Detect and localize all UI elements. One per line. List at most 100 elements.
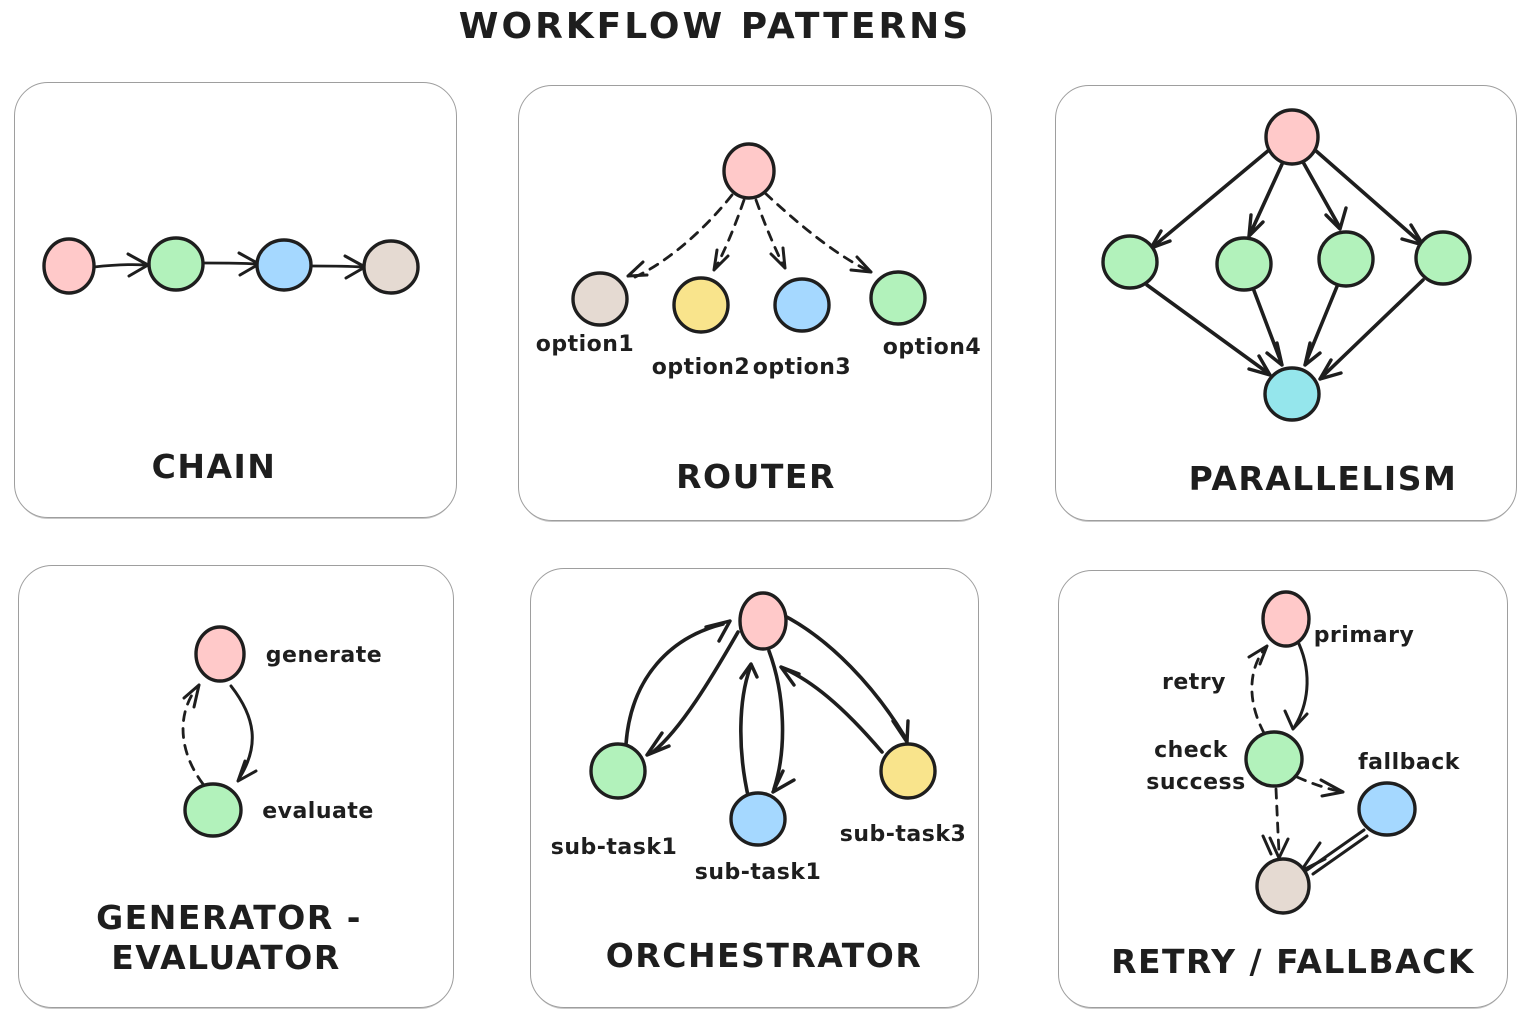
edge-subtask-left-orchestrator: [624, 622, 725, 746]
parallelism-caption: PARALLELISM: [1188, 459, 1458, 498]
arrowhead-subtask-left-orchestrator: [704, 619, 732, 643]
parallelism-worker3-node: [1317, 230, 1375, 288]
result-node: [1255, 857, 1311, 915]
generator-evaluator-caption-line1: GENERATOR -: [96, 898, 362, 937]
chain-diagram: [42, 236, 420, 295]
arrowhead-orchestrator-subtask-center: [771, 769, 796, 794]
chain-step3-node: [255, 238, 313, 292]
orchestrator-node: [738, 591, 788, 651]
arrowhead-source-worker3: [1324, 206, 1348, 231]
edge-router-option3: [754, 198, 785, 267]
router-option3-label: option3: [753, 355, 852, 380]
arrowhead-primary-check: [1283, 709, 1309, 731]
chain-caption: CHAIN: [151, 447, 277, 486]
edge-router-option2: [714, 198, 746, 269]
generator-evaluator-caption-line2: EVALUATOR: [111, 938, 341, 977]
primary-node: [1261, 590, 1311, 648]
arrowhead-subtask-right-orchestrator: [779, 665, 801, 687]
edge-subtask-center-orchestrator: [739, 666, 752, 802]
edge-step1-step2: [92, 263, 147, 269]
retry-fallback-caption: RETRY / FALLBACK: [1111, 942, 1475, 981]
chain-step1-node: [42, 237, 96, 295]
edge-orchestrator-subtask-left: [651, 630, 740, 754]
arrowhead-worker2-aggregator: [1265, 341, 1284, 367]
retry-fallback-diagram: primary retry check success fallback: [1146, 590, 1461, 915]
generator-evaluator-diagram: generate evaluate: [181, 625, 382, 838]
panel-parallelism: PARALLELISM: [1055, 85, 1517, 521]
arrowhead-orchestrator-subtask-right: [891, 719, 910, 744]
edge-primary-check: [1293, 642, 1309, 728]
edge-router-option1: [631, 193, 734, 280]
edge-evaluate-generate: [181, 688, 205, 786]
arrowhead-evaluate-generate: [182, 683, 201, 709]
arrowhead-check-primary-retry: [1247, 644, 1269, 666]
arrowhead-router-option2: [712, 248, 730, 272]
edge-source-worker1: [1153, 148, 1271, 247]
router-option1-node: [571, 271, 629, 327]
edge-step3-step4: [311, 264, 363, 269]
fallback-node: [1357, 781, 1417, 837]
fallback-label: fallback: [1358, 750, 1461, 775]
parallelism-aggregator-node: [1263, 366, 1321, 422]
arrowhead-worker1-aggregator: [1247, 354, 1272, 377]
edge-step2-step3: [203, 261, 257, 266]
arrowhead-subtask-center-orchestrator: [739, 662, 759, 680]
page-title: WORKFLOW PATTERNS: [458, 6, 972, 47]
edge-worker4-aggregator: [1320, 278, 1425, 379]
generate-node: [194, 625, 246, 683]
check-success-node: [1244, 730, 1304, 788]
edge-check-result: [1274, 787, 1281, 854]
subtask-right-label: sub-task3: [840, 822, 967, 847]
retry-edge-label: retry: [1162, 670, 1226, 695]
router-node: [722, 142, 776, 200]
edge-source-worker2: [1249, 160, 1285, 234]
edge-subtask-right-orchestrator: [783, 667, 884, 754]
edge-worker2-aggregator: [1251, 286, 1283, 364]
edge-orchestrator-subtask-center: [767, 649, 785, 791]
chain-step2-node: [147, 236, 205, 292]
arrowhead-worker4-aggregator: [1318, 358, 1343, 381]
subtask-left-node: [589, 742, 647, 800]
check-label-line2: success: [1146, 770, 1245, 795]
edge-source-worker3: [1301, 160, 1341, 228]
panel-generator-evaluator: generate evaluate GENERATOR - EVALUATOR: [18, 565, 454, 1008]
edge-worker1-aggregator: [1145, 283, 1270, 375]
arrowhead-orchestrator-subtask-left: [645, 731, 671, 757]
generate-label: generate: [266, 643, 382, 668]
arrowhead-worker3-aggregator: [1303, 341, 1322, 367]
panel-orchestrator: sub-task1 sub-task1 sub-task3 ORCHESTRAT…: [530, 568, 979, 1008]
orchestrator-caption: ORCHESTRATOR: [605, 936, 923, 975]
arrowhead-check-fallback: [1319, 778, 1345, 798]
chain-step4-node: [362, 239, 420, 295]
arrowhead-router-option1: [626, 260, 649, 278]
evaluate-label: evaluate: [262, 799, 374, 824]
arrowhead-step3-step4: [343, 254, 367, 280]
edge-check-primary-retry: [1250, 649, 1266, 735]
check-label-line1: check: [1154, 738, 1229, 763]
parallelism-worker4-node: [1414, 230, 1472, 286]
subtask-center-label: sub-task1: [695, 860, 822, 885]
router-diagram: option1 option2 option3 option4: [536, 142, 982, 380]
router-option2-node: [672, 276, 730, 334]
arrowhead-check-result: [1261, 834, 1290, 860]
panel-chain: CHAIN: [14, 82, 457, 518]
arrowhead-generate-evaluate: [236, 759, 258, 783]
panel-retry-fallback: primary retry check success fallback RET…: [1058, 570, 1508, 1008]
edge-generate-evaluate: [229, 684, 254, 779]
parallelism-worker2-node: [1215, 236, 1273, 292]
subtask-center-node: [729, 791, 787, 847]
subtask-left-label: sub-task1: [551, 835, 678, 860]
router-option4-label: option4: [883, 335, 982, 360]
arrowhead-step1-step2: [126, 252, 150, 278]
router-caption: ROUTER: [676, 457, 836, 496]
subtask-right-node: [879, 742, 937, 800]
arrowhead-router-option3: [769, 246, 787, 270]
edge-worker3-aggregator: [1304, 282, 1340, 364]
edge-fallback-result-line2: [1311, 834, 1369, 876]
edge-router-option4: [763, 191, 869, 272]
arrowhead-source-worker2: [1247, 213, 1265, 238]
router-option3-node: [773, 277, 831, 333]
primary-label: primary: [1314, 623, 1415, 648]
orchestrator-diagram: sub-task1 sub-task1 sub-task3: [551, 591, 967, 885]
